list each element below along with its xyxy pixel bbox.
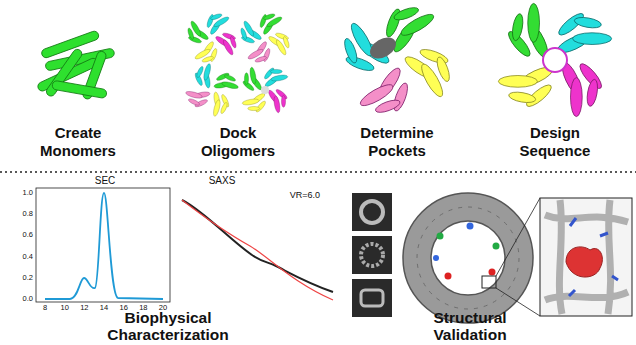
designed-oligomer	[476, 0, 634, 139]
separator	[0, 171, 636, 173]
step-caption: Determine Pockets	[347, 124, 447, 160]
pocket-oligomer	[342, 5, 452, 115]
axis-tick: 0.0	[11, 294, 33, 304]
oligomer-grid	[176, 13, 297, 126]
plot-title: SEC	[85, 175, 125, 187]
step-caption: Structural Validation	[415, 309, 525, 343]
cryo-em-map	[403, 193, 540, 323]
axis-tick: 1.0	[11, 188, 33, 198]
plot-title: SAXS	[197, 175, 247, 187]
saxs-plot	[182, 200, 333, 300]
class-averages	[352, 193, 392, 317]
sec-plot	[36, 188, 170, 302]
axis-tick: 12	[75, 303, 93, 313]
annotation: VR=6.0	[280, 190, 330, 201]
step-caption: Design Sequence	[505, 124, 605, 160]
step-caption: Create Monomers	[28, 124, 128, 160]
axis-tick: 0.8	[11, 209, 33, 219]
step-caption: Dock Oligomers	[188, 124, 288, 160]
monomer	[36, 30, 115, 100]
axis-tick: 0.2	[11, 273, 33, 283]
axis-tick: 0.6	[11, 230, 33, 240]
step-caption: Biophysical Characterization	[93, 309, 243, 343]
axis-tick: 10	[56, 303, 74, 313]
axis-tick: 14	[95, 303, 113, 313]
axis-tick: 8	[36, 303, 54, 313]
pocket-zoom	[540, 198, 632, 316]
axis-tick: 0.4	[11, 252, 33, 262]
